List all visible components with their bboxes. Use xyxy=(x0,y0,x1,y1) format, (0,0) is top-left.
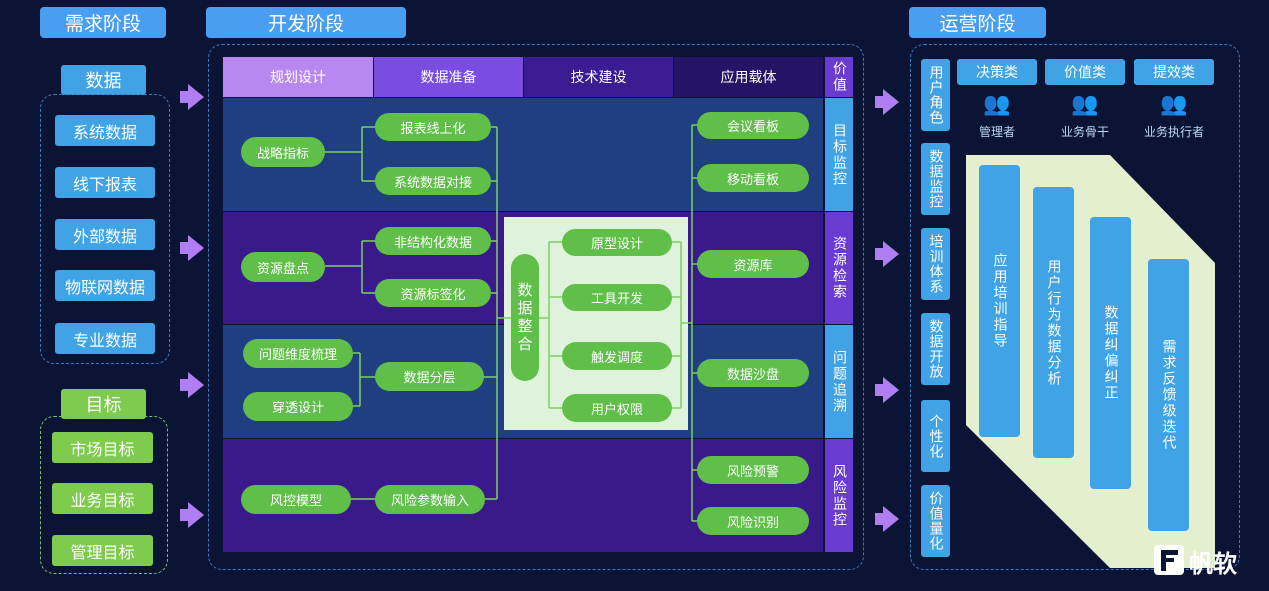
goal-group xyxy=(40,416,168,574)
prep-item: 系统数据对接 xyxy=(375,167,491,195)
prep-item: 数据分层 xyxy=(375,362,484,391)
data-group xyxy=(40,94,170,364)
ops-label: 数据监控 xyxy=(921,143,950,215)
ops-frame xyxy=(910,44,1240,570)
person-icon: 👥 xyxy=(1160,92,1188,117)
person-icon: 👥 xyxy=(983,92,1011,117)
planning-item: 资源盘点 xyxy=(241,252,325,282)
app-item: 会议看板 xyxy=(697,112,809,139)
prep-item: 非结构化数据 xyxy=(375,227,491,255)
ops-bar: 数据纠偏纠正 xyxy=(1090,217,1131,489)
stage-demand: 需求阶段 xyxy=(40,7,166,38)
data-item: 系统数据 xyxy=(55,115,155,146)
prep-item: 报表线上化 xyxy=(375,113,491,141)
role-label: 业务骨干 xyxy=(1060,125,1109,139)
ops-label: 数据开放 xyxy=(921,313,950,385)
category-decision: 决策类 xyxy=(957,59,1037,85)
goal-item: 市场目标 xyxy=(52,432,153,463)
ops-bar: 用户行为数据分析 xyxy=(1033,187,1074,458)
phase-prep: 数据准备 xyxy=(374,57,523,97)
prep-item: 资源标签化 xyxy=(375,279,491,307)
stage-operate: 运营阶段 xyxy=(909,7,1046,38)
brand-name: 帆软 xyxy=(1189,550,1237,578)
value-item: 问题追溯 xyxy=(825,325,853,438)
phase-tech: 技术建设 xyxy=(524,57,673,97)
phase-app: 应用载体 xyxy=(674,57,823,97)
planning-item: 穿透设计 xyxy=(243,392,353,421)
data-item: 专业数据 xyxy=(55,323,155,354)
planning-item: 风控模型 xyxy=(241,485,351,514)
value-header: 价值 xyxy=(825,57,853,97)
value-item: 目标监控 xyxy=(825,98,853,211)
category-value: 价值类 xyxy=(1045,59,1125,85)
dev-frame xyxy=(208,44,864,570)
person-icon: 👥 xyxy=(1071,92,1099,117)
planning-item: 战略指标 xyxy=(241,137,325,167)
goal-item: 业务目标 xyxy=(52,483,153,514)
value-item: 资源检索 xyxy=(825,212,853,324)
app-item: 风险预警 xyxy=(697,456,809,484)
tech-item: 用户权限 xyxy=(562,394,672,422)
role-label: 管理者 xyxy=(978,125,1015,139)
data-item: 外部数据 xyxy=(55,219,155,250)
app-item: 移动看板 xyxy=(697,164,809,192)
brand-logo-icon xyxy=(1154,545,1184,575)
category-efficiency: 提效类 xyxy=(1134,59,1214,85)
goal-title: 目标 xyxy=(61,389,146,419)
tech-item: 触发调度 xyxy=(562,342,672,370)
phase-planning: 规划设计 xyxy=(223,57,373,97)
goal-item: 管理目标 xyxy=(52,535,153,566)
ops-bar: 应用培训指导 xyxy=(979,165,1020,437)
ops-bar: 需求反馈级迭代 xyxy=(1148,259,1189,531)
data-item: 线下报表 xyxy=(55,167,155,198)
data-title: 数据 xyxy=(61,65,146,95)
planning-item: 问题维度梳理 xyxy=(243,339,353,368)
tech-item: 原型设计 xyxy=(562,229,672,256)
app-item: 资源库 xyxy=(697,250,809,278)
value-item: 风险监控 xyxy=(825,439,853,552)
ops-label: 个性化 xyxy=(921,400,950,472)
prep-item: 风险参数输入 xyxy=(375,485,485,514)
data-item: 物联网数据 xyxy=(55,270,155,301)
integration-item: 数据整合 xyxy=(511,254,539,381)
ops-label: 培训体系 xyxy=(921,228,950,300)
ops-label: 价值量化 xyxy=(921,485,950,557)
stage-develop: 开发阶段 xyxy=(206,7,406,38)
app-item: 数据沙盘 xyxy=(697,359,809,387)
app-item: 风险识别 xyxy=(697,507,809,535)
tech-item: 工具开发 xyxy=(562,284,672,311)
ops-label: 用户角色 xyxy=(921,59,950,131)
role-label: 业务执行者 xyxy=(1143,125,1204,139)
